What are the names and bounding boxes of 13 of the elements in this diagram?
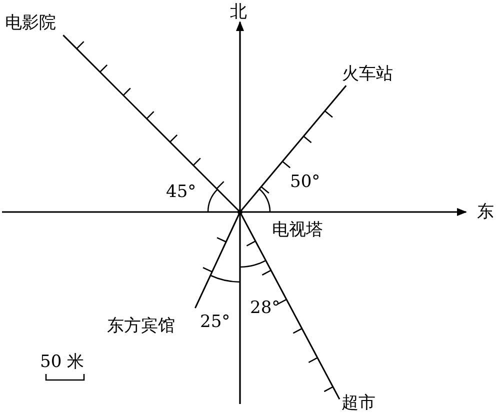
center-point bbox=[238, 210, 242, 214]
place-label: 电影院 bbox=[5, 13, 56, 34]
place-label: 东方宾馆 bbox=[107, 316, 176, 336]
place-label: 火车站 bbox=[342, 64, 394, 84]
direction-label: 北 bbox=[230, 2, 247, 22]
angle-label: 50° bbox=[290, 172, 320, 192]
place-label: 超市 bbox=[342, 393, 376, 414]
place-label: 电视塔 bbox=[272, 220, 323, 240]
angle-label: 28° bbox=[250, 298, 280, 318]
direction-label: 东 bbox=[477, 202, 494, 222]
scale-label: 50 米 bbox=[40, 352, 84, 372]
angle-label: 25° bbox=[200, 312, 230, 332]
angle-label: 45° bbox=[166, 182, 196, 202]
